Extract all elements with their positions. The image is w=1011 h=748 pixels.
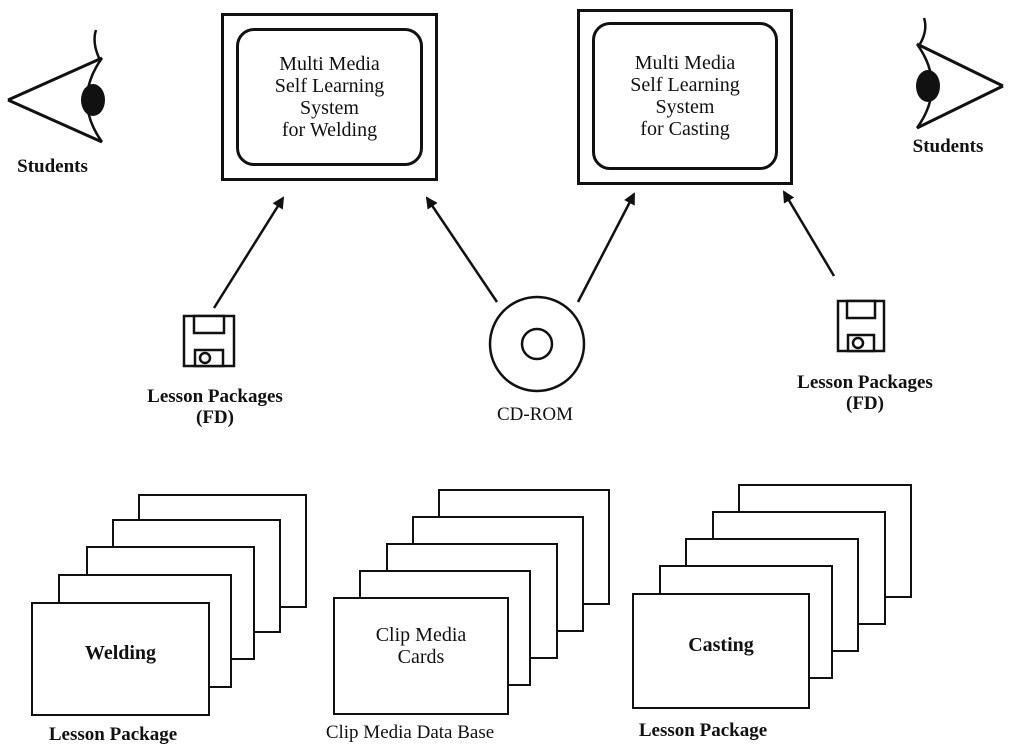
welding-stack-caption: Lesson Package [48, 724, 178, 745]
fd-left-label: Lesson Packages (FD) [147, 386, 283, 428]
arrow-fd-right-to-casting [782, 190, 836, 277]
clip-media-card-label: Clip Media Cards [375, 624, 467, 668]
cdrom-label: CD-ROM [496, 404, 573, 425]
arrows [212, 190, 836, 309]
arrow-fd-left-to-welding [212, 196, 285, 309]
eye-icon-left [7, 29, 105, 144]
floppy-disk-icon-right [836, 299, 886, 353]
monitor-casting: Multi Media Self Learning System for Cas… [577, 9, 793, 185]
monitor-casting-text: Multi Media Self Learning System for Cas… [630, 52, 740, 140]
eye-icon-right [915, 17, 1004, 130]
students-label-right: Students [912, 136, 984, 157]
arrow-cd-to-welding [425, 196, 499, 303]
card [632, 593, 810, 709]
welding-card-label: Welding [84, 642, 157, 664]
floppy-disk-icon-left [182, 314, 236, 368]
casting-card-label: Casting [688, 634, 754, 656]
fd-right-label: Lesson Packages (FD) [797, 372, 933, 414]
arrow-cd-to-casting [576, 192, 636, 303]
students-label-left: Students [17, 156, 88, 177]
monitor-casting-screen: Multi Media Self Learning System for Cas… [592, 22, 778, 170]
clip-media-stack-caption: Clip Media Data Base [325, 722, 495, 743]
card [31, 602, 210, 716]
monitor-welding-screen: Multi Media Self Learning System for Wel… [236, 28, 423, 166]
monitor-welding-text: Multi Media Self Learning System for Wel… [274, 53, 385, 141]
cd-rom-icon [488, 295, 586, 393]
card [333, 597, 509, 715]
monitor-welding: Multi Media Self Learning System for Wel… [221, 13, 438, 181]
casting-stack-caption: Lesson Package [638, 720, 768, 741]
